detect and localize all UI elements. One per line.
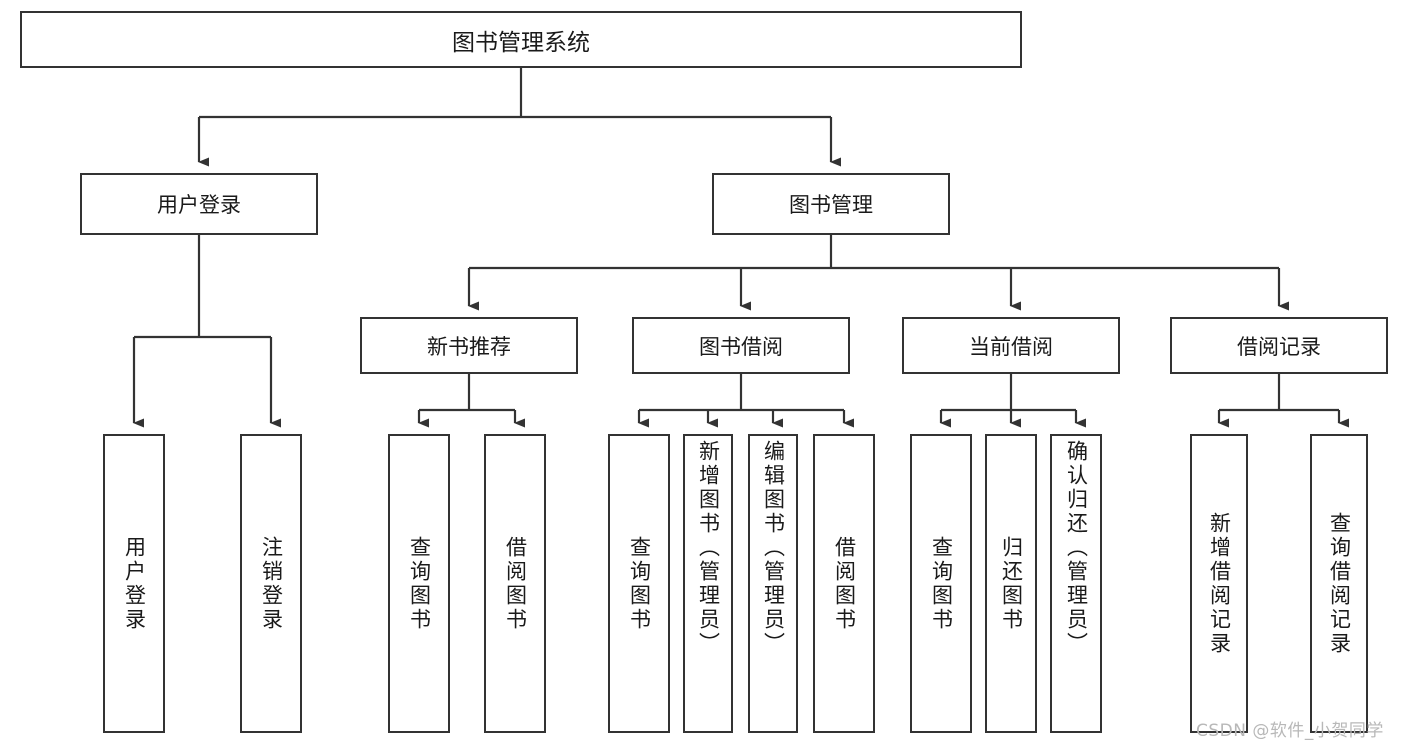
node-label: 借阅记录 — [1237, 334, 1321, 359]
leaf-text-wrap: 用户登录 — [105, 436, 163, 731]
node-label: 新增图书（管理员） — [696, 440, 721, 656]
leaf-text-wrap: 编辑图书（管理员） — [750, 436, 796, 735]
node-leaf-return-book[interactable]: 归还图书 — [985, 434, 1037, 733]
node-leaf-borrow-book-1[interactable]: 借阅图书 — [484, 434, 546, 733]
leaf-text-wrap: 借阅图书 — [486, 436, 544, 731]
node-user-login[interactable]: 用户登录 — [80, 173, 318, 235]
leaf-text-wrap: 查询图书 — [610, 436, 668, 731]
node-label: 归还图书 — [999, 535, 1024, 632]
node-book-borrow[interactable]: 图书借阅 — [632, 317, 850, 374]
node-current-borrow[interactable]: 当前借阅 — [902, 317, 1120, 374]
node-leaf-query-record[interactable]: 查询借阅记录 — [1310, 434, 1368, 733]
node-label: 当前借阅 — [969, 334, 1053, 359]
node-book-manage[interactable]: 图书管理 — [712, 173, 950, 235]
node-label: 用户登录 — [157, 193, 241, 217]
node-label: 图书管理系统 — [452, 29, 590, 56]
node-leaf-query-book-1[interactable]: 查询图书 — [388, 434, 450, 733]
node-borrow-record[interactable]: 借阅记录 — [1170, 317, 1388, 374]
leaf-text-wrap: 新增借阅记录 — [1192, 436, 1246, 731]
node-leaf-user-logout[interactable]: 注销登录 — [240, 434, 302, 733]
leaf-text-wrap: 查询借阅记录 — [1312, 436, 1366, 731]
node-label: 确认归还（管理员） — [1064, 440, 1089, 656]
leaf-text-wrap: 归还图书 — [987, 436, 1035, 731]
node-label: 查询借阅记录 — [1327, 511, 1352, 656]
leaf-text-wrap: 确认归还（管理员） — [1052, 436, 1100, 735]
node-label: 新书推荐 — [427, 334, 511, 359]
node-leaf-borrow-book-2[interactable]: 借阅图书 — [813, 434, 875, 733]
leaf-text-wrap: 查询图书 — [912, 436, 970, 731]
leaf-text-wrap: 借阅图书 — [815, 436, 873, 731]
node-leaf-query-book-3[interactable]: 查询图书 — [910, 434, 972, 733]
node-label: 图书管理 — [789, 193, 873, 217]
node-leaf-add-book[interactable]: 新增图书（管理员） — [683, 434, 733, 733]
csdn-watermark: CSDN @软件_小贺同学 — [1196, 721, 1384, 741]
node-leaf-add-record[interactable]: 新增借阅记录 — [1190, 434, 1248, 733]
node-label: 新增借阅记录 — [1207, 511, 1232, 656]
leaf-text-wrap: 查询图书 — [390, 436, 448, 731]
node-label: 借阅图书 — [832, 535, 857, 632]
node-leaf-confirm-return[interactable]: 确认归还（管理员） — [1050, 434, 1102, 733]
node-label: 查询图书 — [929, 535, 954, 632]
leaf-text-wrap: 新增图书（管理员） — [685, 436, 731, 735]
node-root-system[interactable]: 图书管理系统 — [20, 11, 1022, 68]
node-leaf-user-login[interactable]: 用户登录 — [103, 434, 165, 733]
node-label: 注销登录 — [259, 535, 284, 632]
node-new-book-rec[interactable]: 新书推荐 — [360, 317, 578, 374]
node-label: 图书借阅 — [699, 334, 783, 359]
node-label: 查询图书 — [407, 535, 432, 632]
node-label: 查询图书 — [627, 535, 652, 632]
node-label: 用户登录 — [122, 535, 147, 632]
node-label: 编辑图书（管理员） — [761, 440, 786, 656]
leaf-text-wrap: 注销登录 — [242, 436, 300, 731]
node-label: 借阅图书 — [503, 535, 528, 632]
node-leaf-edit-book[interactable]: 编辑图书（管理员） — [748, 434, 798, 733]
node-leaf-query-book-2[interactable]: 查询图书 — [608, 434, 670, 733]
